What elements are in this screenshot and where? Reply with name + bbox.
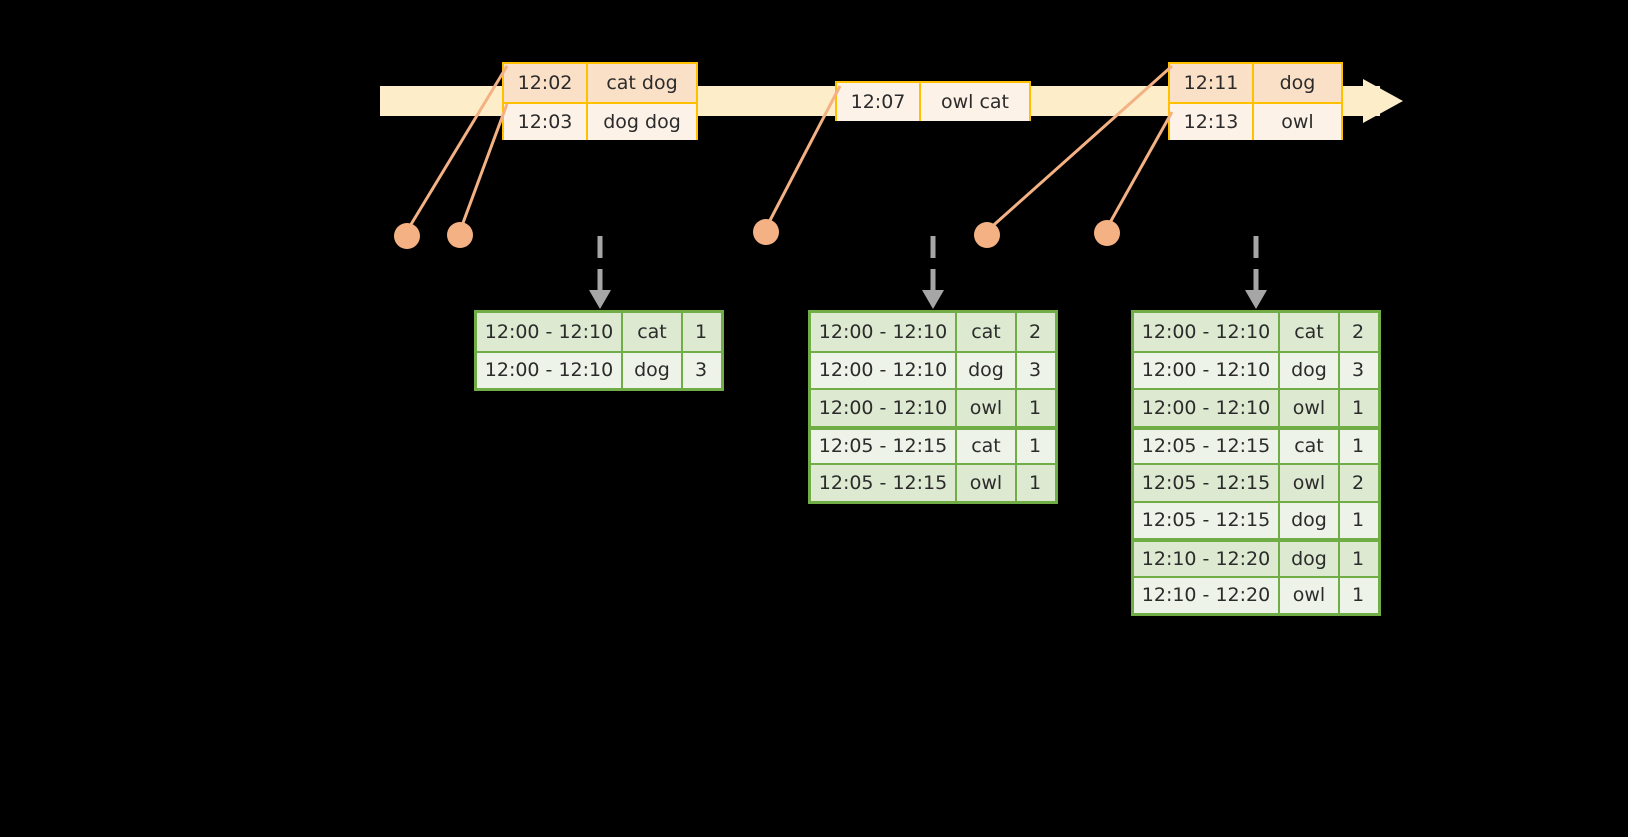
event-row[interactable]: 12:11 dog bbox=[1170, 64, 1341, 102]
count-cell: 2 bbox=[1351, 320, 1365, 343]
word-cell: cat bbox=[1280, 429, 1340, 463]
count-cell: 3 bbox=[694, 359, 708, 382]
event-words: owl cat bbox=[940, 91, 1010, 113]
window-cell: 12:00 - 12:10 bbox=[1134, 390, 1280, 426]
event-dot bbox=[394, 223, 420, 249]
event-box-group-2[interactable]: 12:07 owl cat bbox=[835, 81, 1031, 121]
event-time: 12:03 bbox=[504, 104, 588, 140]
event-row[interactable]: 12:03 dog dog bbox=[504, 102, 696, 140]
connector-line bbox=[1105, 111, 1174, 229]
word-cell: cat bbox=[957, 429, 1017, 463]
window-cell: 12:00 - 12:10 bbox=[1134, 313, 1280, 351]
window-cell: 12:00 - 12:10 bbox=[1134, 352, 1280, 388]
word-cell: dog bbox=[1280, 502, 1340, 538]
connector-line bbox=[458, 103, 509, 232]
event-dot bbox=[1094, 220, 1120, 246]
word-cell: owl bbox=[1280, 577, 1340, 613]
count-cell: 1 bbox=[1028, 471, 1042, 494]
count-cell: 2 bbox=[1028, 320, 1042, 343]
event-time: 12:02 bbox=[504, 64, 588, 102]
count-cell: 3 bbox=[1351, 359, 1365, 382]
count-cell: 1 bbox=[694, 320, 708, 343]
word-cell: dog bbox=[957, 352, 1017, 388]
timeline-arrowhead-icon bbox=[1363, 79, 1403, 123]
word-cell: owl bbox=[1280, 390, 1340, 426]
window-cell: 12:00 - 12:10 bbox=[811, 390, 957, 426]
event-row[interactable]: 12:13 owl bbox=[1170, 102, 1341, 140]
word-cell: owl bbox=[957, 390, 1017, 426]
word-cell: cat bbox=[623, 313, 683, 351]
event-words: owl bbox=[1281, 111, 1314, 133]
event-row[interactable]: 12:02 cat dog bbox=[504, 64, 696, 102]
window-cell: 12:00 - 12:10 bbox=[477, 352, 623, 388]
event-time: 12:07 bbox=[837, 83, 921, 121]
event-dot bbox=[974, 222, 1000, 248]
word-cell: owl bbox=[957, 465, 1017, 501]
count-cell: 1 bbox=[1351, 584, 1365, 607]
window-cell: 12:05 - 12:15 bbox=[811, 465, 957, 501]
window-cell: 12:05 - 12:15 bbox=[1134, 429, 1280, 463]
event-dot bbox=[447, 222, 473, 248]
count-cell: 3 bbox=[1028, 359, 1042, 382]
event-box-group-1[interactable]: 12:02 cat dog 12:03 dog dog bbox=[502, 62, 698, 140]
event-dot bbox=[753, 219, 779, 245]
word-cell: dog bbox=[1280, 542, 1340, 576]
event-time: 12:13 bbox=[1170, 104, 1254, 140]
word-cell: dog bbox=[623, 352, 683, 388]
count-cell: 1 bbox=[1351, 396, 1365, 419]
window-cell: 12:00 - 12:10 bbox=[811, 313, 957, 351]
dashed-arrow-icon bbox=[589, 236, 611, 309]
window-cell: 12:00 - 12:10 bbox=[477, 313, 623, 351]
count-cell: 1 bbox=[1028, 396, 1042, 419]
window-cell: 12:05 - 12:15 bbox=[1134, 465, 1280, 501]
window-cell: 12:05 - 12:15 bbox=[811, 429, 957, 463]
count-cell: 1 bbox=[1351, 435, 1365, 458]
count-cell: 1 bbox=[1351, 547, 1365, 570]
word-cell: owl bbox=[1280, 465, 1340, 501]
event-words: dog bbox=[1279, 72, 1316, 94]
dashed-arrow-icon bbox=[922, 236, 944, 309]
window-cell: 12:00 - 12:10 bbox=[811, 352, 957, 388]
word-cell: dog bbox=[1280, 352, 1340, 388]
event-words: cat dog bbox=[606, 72, 678, 94]
event-row[interactable]: 12:07 owl cat bbox=[837, 83, 1029, 121]
window-cell: 12:05 - 12:15 bbox=[1134, 502, 1280, 538]
word-cell: cat bbox=[957, 313, 1017, 351]
event-words: dog dog bbox=[603, 111, 681, 133]
window-cell: 12:10 - 12:20 bbox=[1134, 577, 1280, 613]
dashed-arrow-icon bbox=[1245, 236, 1267, 309]
word-cell: cat bbox=[1280, 313, 1340, 351]
count-cell: 1 bbox=[1028, 435, 1042, 458]
event-time: 12:11 bbox=[1170, 64, 1254, 102]
window-cell: 12:10 - 12:20 bbox=[1134, 542, 1280, 576]
count-cell: 1 bbox=[1351, 509, 1365, 532]
event-box-group-3[interactable]: 12:11 dog 12:13 owl bbox=[1168, 62, 1343, 140]
count-cell: 2 bbox=[1351, 471, 1365, 494]
